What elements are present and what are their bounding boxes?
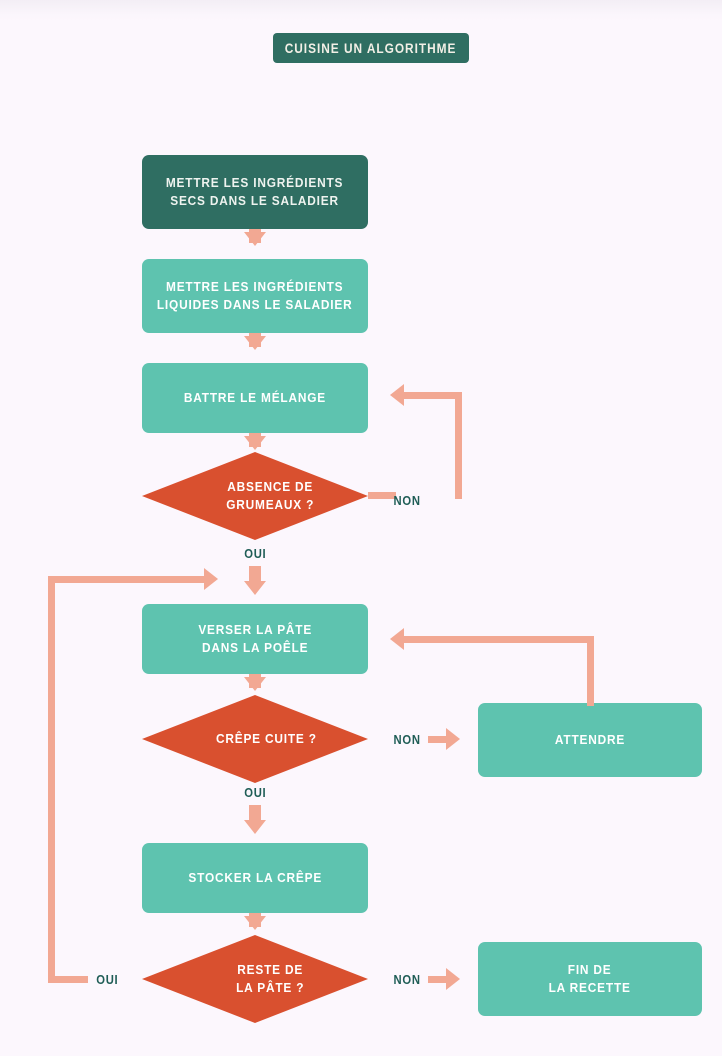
connector-n3-d1-arrowhead xyxy=(244,436,266,450)
node-verser-la-pate[interactable]: VERSER LA PÂTE DANS LA POÊLE xyxy=(142,604,368,674)
node-mettre-ingredients-liquides[interactable]: METTRE LES INGRÉDIENTS LIQUIDES DANS LE … xyxy=(142,259,368,333)
connector-d1-n4-arrowhead xyxy=(244,581,266,595)
edge-label-crepe-non: NON xyxy=(393,733,421,747)
node-label: VERSER LA PÂTE DANS LA POÊLE xyxy=(198,621,312,655)
node-attendre[interactable]: ATTENDRE xyxy=(478,703,702,777)
edge-label-reste-oui: OUI xyxy=(96,973,119,987)
connector-n4-d2-arrowhead xyxy=(244,677,266,691)
node-label: BATTRE LE MÉLANGE xyxy=(183,389,327,405)
node-battre-le-melange[interactable]: BATTRE LE MÉLANGE xyxy=(142,363,368,433)
connector-d3-n4-v xyxy=(48,576,55,980)
connector-d1-non-arrowhead xyxy=(390,384,404,406)
connector-d1-non-h-upper xyxy=(404,392,462,399)
connector-d2-n6-arrowhead xyxy=(244,820,266,834)
connector-d3-n4-arrowhead xyxy=(204,568,218,590)
edge-label-grumeaux-non: NON xyxy=(393,494,421,508)
connector-d3-n7-arrowhead xyxy=(446,968,460,990)
node-fin-de-la-recette[interactable]: FIN DE LA RECETTE xyxy=(478,942,702,1016)
decision-reste-de-la-pate[interactable]: RESTE DE LA PÂTE ? xyxy=(142,935,368,1023)
node-label: STOCKER LA CRÊPE xyxy=(188,869,322,885)
node-label: METTRE LES INGRÉDIENTS SECS DANS LE SALA… xyxy=(166,174,344,208)
node-label: METTRE LES INGRÉDIENTS LIQUIDES DANS LE … xyxy=(157,278,353,312)
page-title: CUISINE UN ALGORITHME xyxy=(273,33,469,63)
connector-n2-n3-arrowhead xyxy=(244,336,266,350)
edge-label-reste-non: NON xyxy=(393,973,421,987)
edge-label-grumeaux-oui: OUI xyxy=(244,547,267,561)
connector-d3-n4-h-upper xyxy=(48,576,206,583)
connector-n5-n4-h xyxy=(404,636,594,643)
edge-label-crepe-oui: OUI xyxy=(244,786,267,800)
connector-d2-n6-line xyxy=(249,805,261,823)
connector-n5-n4-arrowhead xyxy=(390,628,404,650)
connector-d3-n4-h-lower xyxy=(48,976,88,983)
top-gradient-band xyxy=(0,0,722,22)
node-stocker-la-crepe[interactable]: STOCKER LA CRÊPE xyxy=(142,843,368,913)
connector-n1-n2-arrowhead xyxy=(244,232,266,246)
node-mettre-ingredients-secs[interactable]: METTRE LES INGRÉDIENTS SECS DANS LE SALA… xyxy=(142,155,368,229)
decision-absence-de-grumeaux[interactable]: ABSENCE DE GRUMEAUX ? xyxy=(142,452,368,540)
connector-n5-n4-v xyxy=(587,636,594,706)
connector-d1-n4-line xyxy=(249,566,261,584)
page-title-label: CUISINE UN ALGORITHME xyxy=(285,40,457,56)
decision-crepe-cuite[interactable]: CRÊPE CUITE ? xyxy=(142,695,368,783)
connector-d2-n5-arrowhead xyxy=(446,728,460,750)
node-label: ATTENDRE xyxy=(554,731,626,747)
connector-d1-non-v xyxy=(455,392,462,496)
connector-d3-n7-line xyxy=(428,976,448,983)
node-label: FIN DE LA RECETTE xyxy=(548,961,632,995)
connector-d2-n5-line xyxy=(428,736,448,743)
decision-label: RESTE DE LA PÂTE ? xyxy=(236,961,305,995)
connector-n6-d3-arrowhead xyxy=(244,916,266,930)
connector-d1-non-h-lower xyxy=(368,492,396,499)
decision-label: CRÊPE CUITE ? xyxy=(215,730,317,746)
decision-label: ABSENCE DE GRUMEAUX ? xyxy=(226,478,315,512)
